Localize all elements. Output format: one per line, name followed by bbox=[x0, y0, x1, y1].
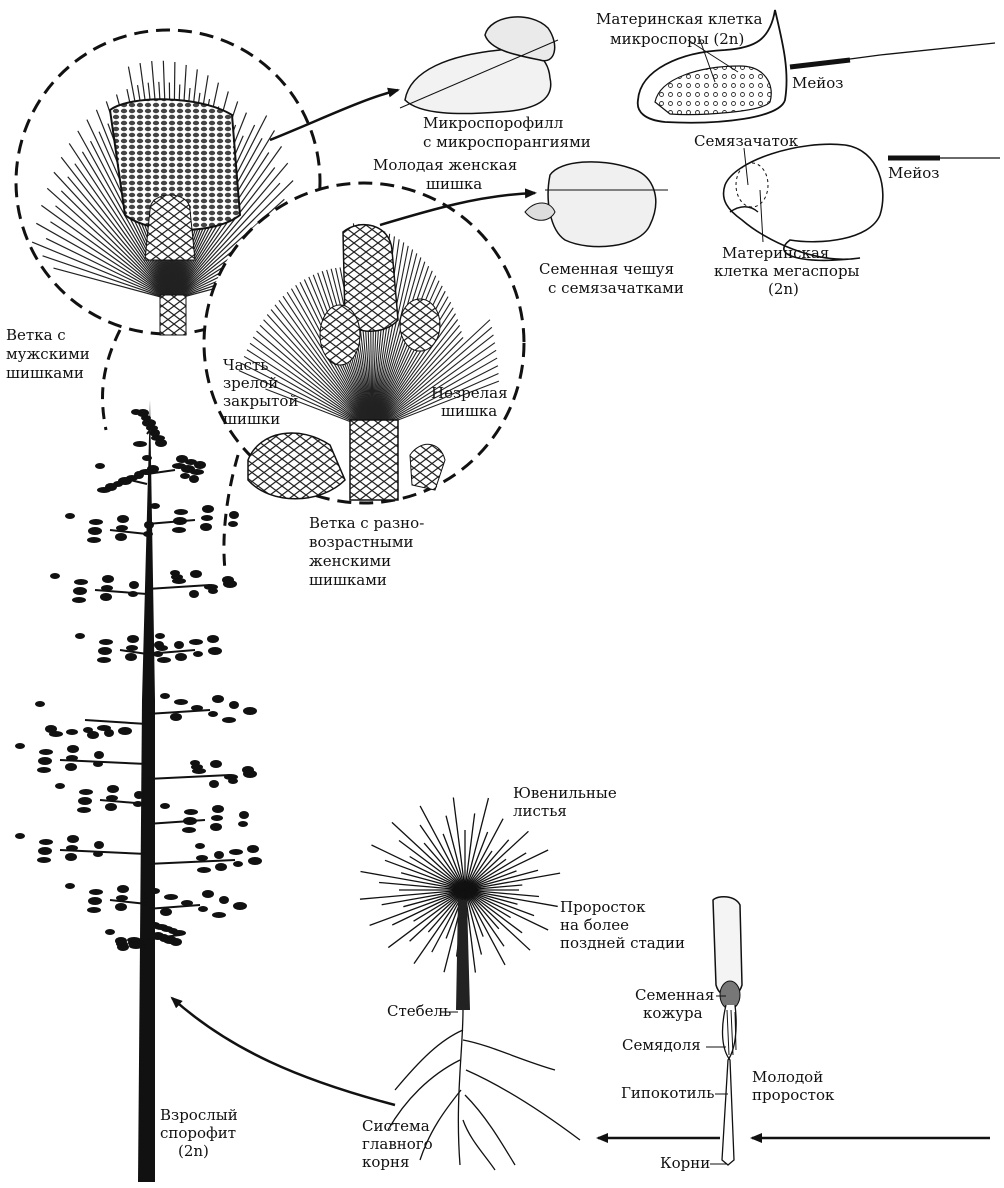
mature-cone-part-label: Часть зрелой закрытой шишки bbox=[223, 356, 303, 428]
later-seedling-label: Проросток на более поздней стадии bbox=[560, 898, 685, 952]
seed-coat-label: Семенная кожура bbox=[635, 986, 719, 1022]
male-branch-illustration bbox=[14, 28, 322, 336]
female-branch-illustration bbox=[202, 181, 526, 505]
stem-label: Стебель bbox=[387, 1002, 451, 1020]
juvenile-leaves-label: Ювенильные листья bbox=[513, 784, 622, 820]
arrow-to-microsporophyll bbox=[269, 87, 400, 142]
microsporangium-illustration bbox=[636, 9, 788, 124]
seed-scale-label: Семенная чешуя с семязачатками bbox=[539, 260, 684, 297]
male-branch-connector bbox=[101, 329, 122, 431]
female-branch-connector bbox=[222, 454, 240, 571]
taproot-system-label: Система главного корня bbox=[362, 1117, 437, 1171]
branch-male-label: Ветка с мужскими шишками bbox=[6, 326, 95, 382]
microsporophyll-illustration bbox=[399, 16, 559, 115]
hypocotyl-label: Гипокотиль bbox=[621, 1084, 714, 1102]
later-seedling-illustration bbox=[359, 797, 581, 1171]
mother-cell-mega-label: Материнская клетка мегаспоры (2n) bbox=[714, 244, 864, 298]
meiosis-label-1: Мейоз bbox=[792, 74, 843, 92]
arrow-to-adult bbox=[170, 996, 396, 1107]
adult-sporophyte-label: Взрослый спорофит (2n) bbox=[160, 1106, 242, 1160]
adult-pine-tree bbox=[15, 400, 262, 1182]
cotyledon-label: Семядоля bbox=[622, 1036, 701, 1054]
young-seedling-illustration bbox=[712, 895, 743, 1166]
immature-cone-label: Незрелая шишка bbox=[431, 384, 512, 420]
young-seedling-label: Молодой проросток bbox=[752, 1068, 835, 1104]
meiosis-label-2: Мейоз bbox=[888, 164, 939, 182]
ovule-label: Семязачаток bbox=[694, 132, 799, 150]
seed-scale-illustration bbox=[524, 161, 668, 248]
branch-female-label: Ветка с разно- возрастными женскими шишк… bbox=[309, 514, 429, 589]
roots-label: Корни bbox=[660, 1154, 710, 1172]
ovule-illustration bbox=[722, 143, 884, 262]
young-female-cone-label: Молодая женская шишка bbox=[373, 156, 522, 193]
mother-cell-micro-label: Материнская клетка микроспоры (2n) bbox=[596, 10, 767, 48]
microsporophyll-label: Микроспорофилл с микроспорангиями bbox=[423, 114, 591, 151]
arrow-to-seed-scale bbox=[379, 188, 537, 227]
